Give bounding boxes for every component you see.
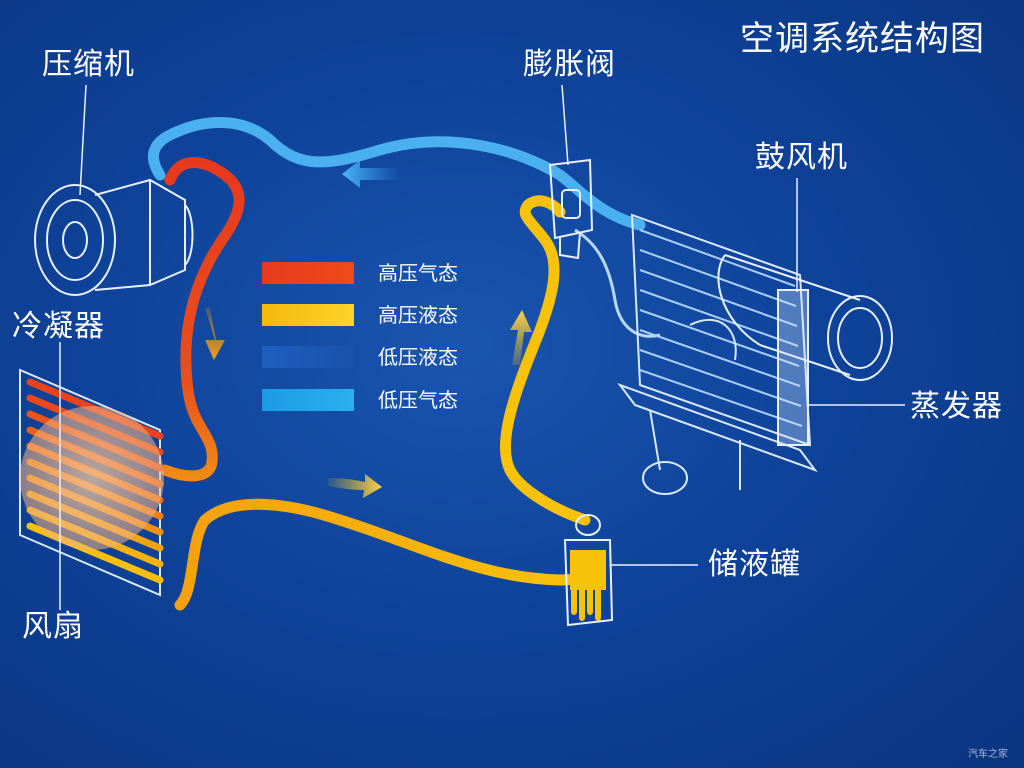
pipe-high-pressure-liquid-2 — [499, 195, 591, 526]
legend-swatch-high-pressure-gas — [262, 262, 354, 284]
flow-arrow-left — [342, 160, 400, 188]
label-fan: 风扇 — [22, 609, 84, 644]
condenser — [19, 368, 164, 597]
watermark: 汽车之家 — [968, 749, 1008, 760]
compressor — [34, 178, 194, 296]
legend-label-low-pressure-gas: 低压气态 — [378, 388, 458, 412]
blower — [717, 254, 893, 446]
expansion-valve — [548, 158, 594, 260]
flow-arrow-right — [328, 474, 382, 498]
diagram-title: 空调系统结构图 — [740, 19, 985, 59]
legend-swatch-low-pressure-gas — [262, 389, 354, 411]
fan-glow — [20, 406, 164, 550]
legend-swatch-high-pressure-liquid — [262, 304, 354, 326]
pipe-high-pressure-gas — [159, 157, 245, 482]
label-expansion-valve: 膨胀阀 — [523, 47, 616, 82]
flow-arrow-down — [205, 308, 225, 360]
label-condenser: 冷凝器 — [12, 309, 105, 344]
legend-label-high-pressure-gas: 高压气态 — [378, 261, 458, 285]
flow-arrow-up — [510, 310, 532, 365]
receiver-drier — [563, 514, 614, 627]
label-blower: 鼓风机 — [755, 140, 848, 175]
pipe-valve-to-evaporator — [574, 228, 661, 338]
label-receiver-drier: 储液罐 — [708, 547, 801, 582]
pipe-high-pressure-liquid — [174, 498, 591, 611]
evaporator — [617, 213, 818, 495]
leader-lines — [59, 84, 905, 610]
label-evaporator: 蒸发器 — [910, 389, 1003, 424]
pipe-low-pressure-gas — [148, 117, 646, 231]
legend-label-low-pressure-liquid: 低压液态 — [378, 345, 458, 369]
legend-swatch-low-pressure-liquid — [262, 346, 354, 368]
legend-label-high-pressure-liquid: 高压液态 — [378, 303, 458, 327]
label-compressor: 压缩机 — [42, 47, 135, 82]
